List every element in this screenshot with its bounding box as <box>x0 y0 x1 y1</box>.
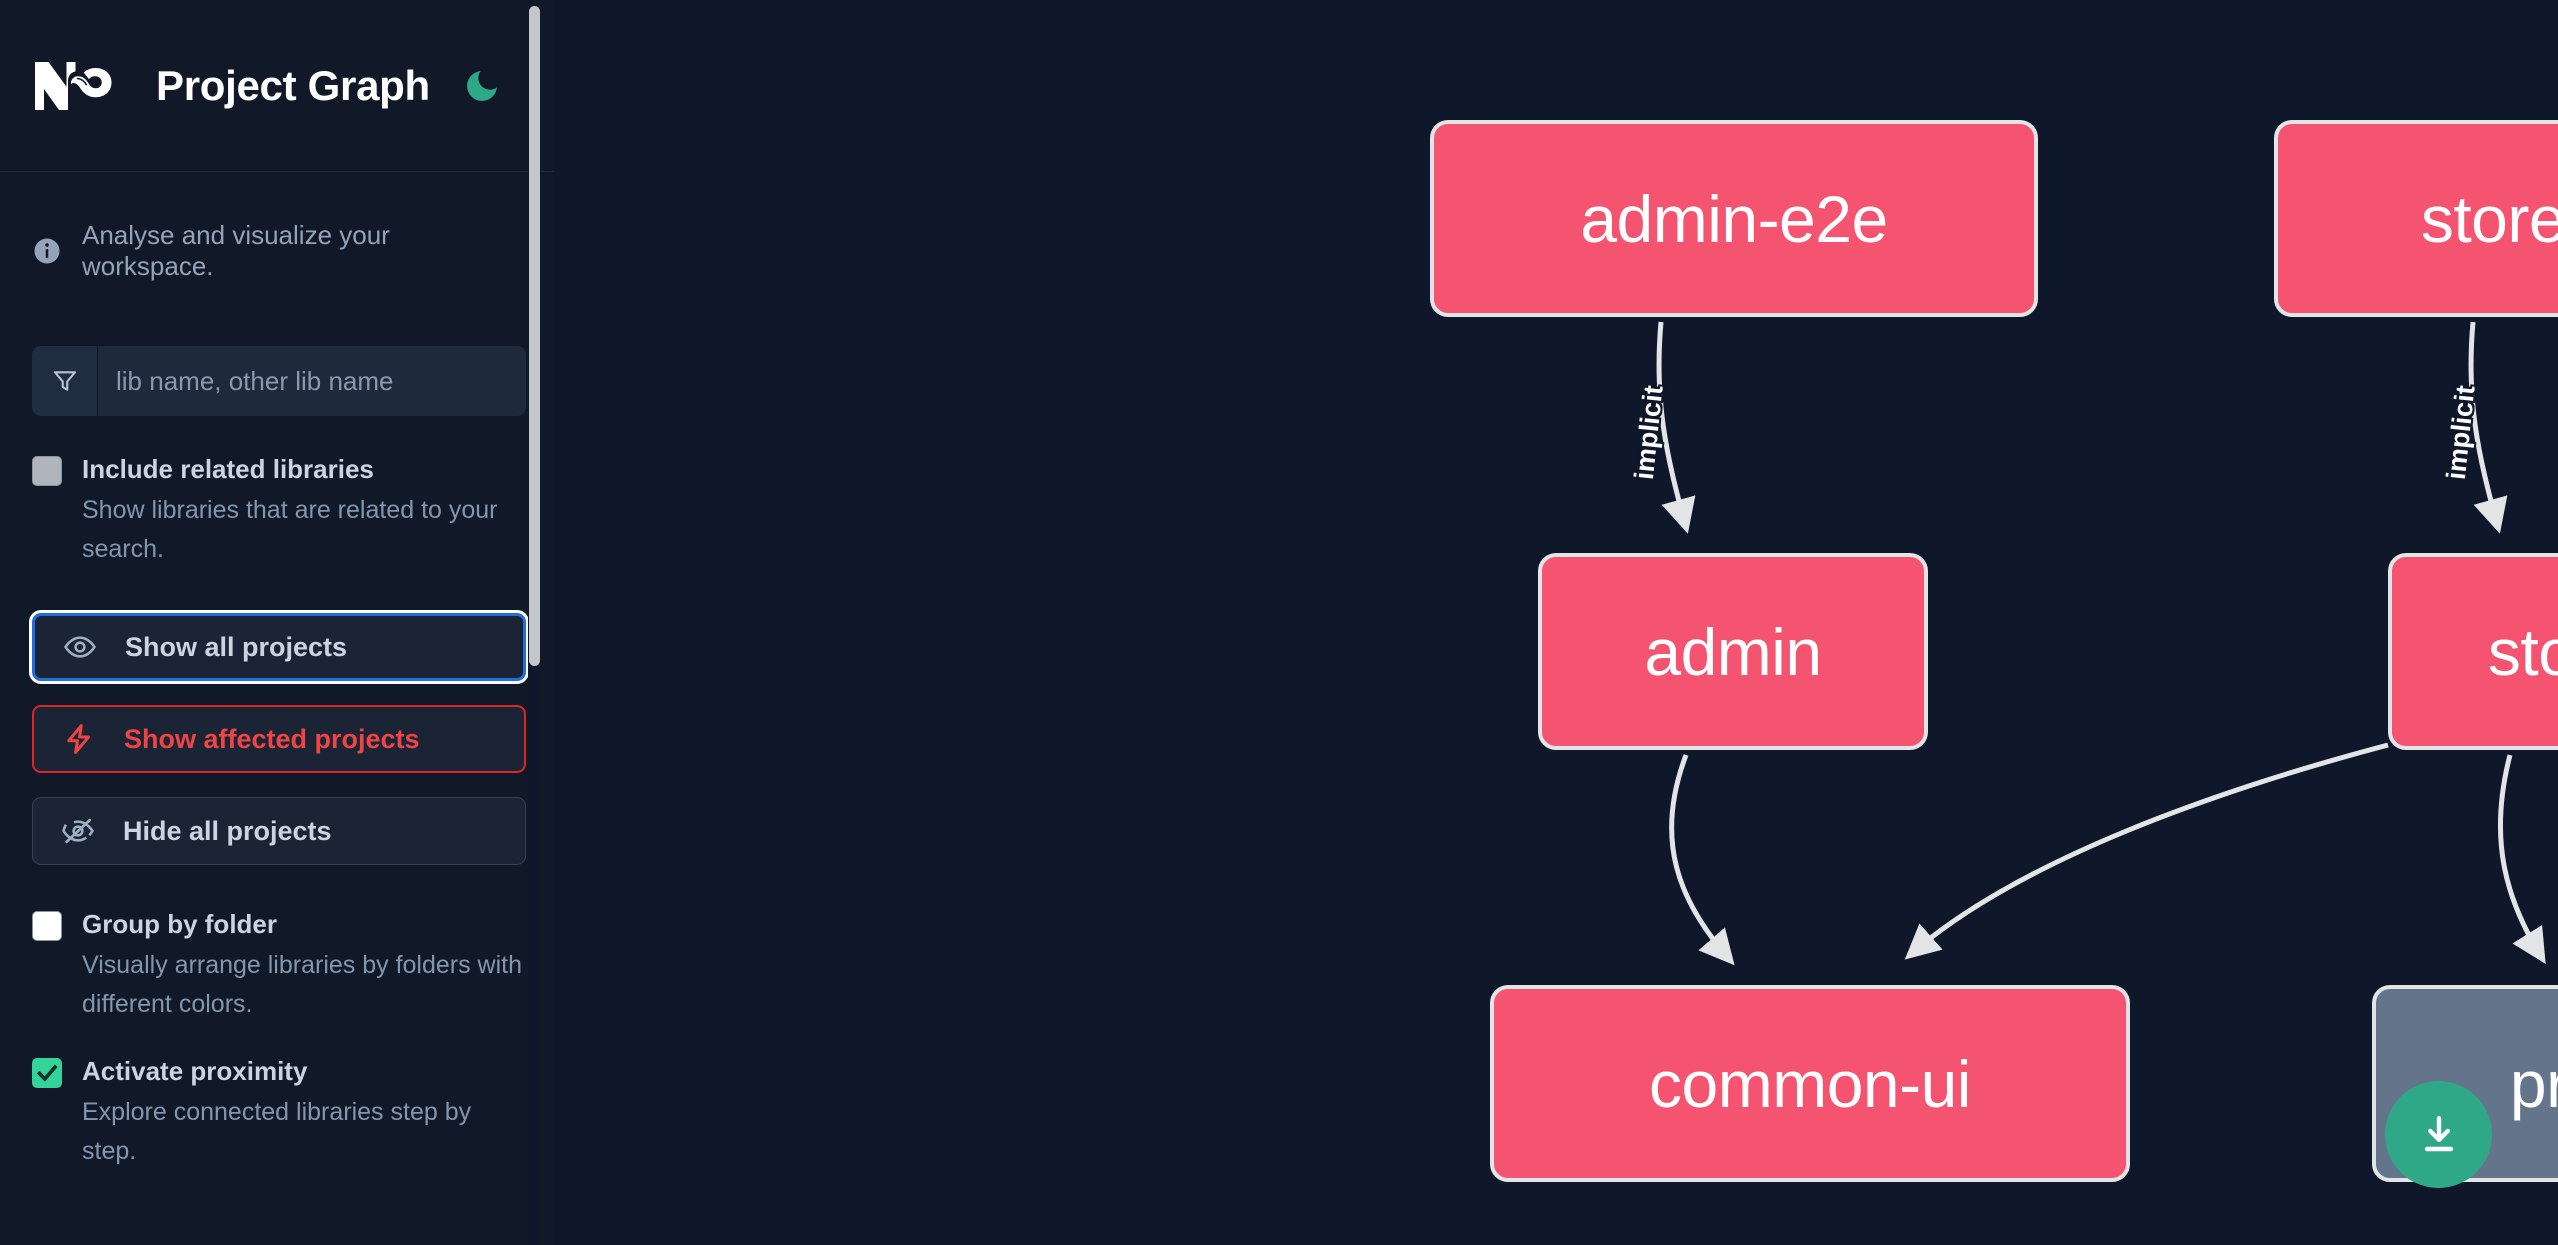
page-title: Project Graph <box>156 61 430 109</box>
include-related-libraries-label: Include related libraries <box>82 454 374 484</box>
download-image-button[interactable] <box>2385 1081 2492 1188</box>
show-affected-projects-label: Show affected projects <box>124 723 420 754</box>
funnel-icon[interactable] <box>32 346 98 416</box>
sidebar-scrollbar-thumb[interactable] <box>529 6 540 666</box>
graph-node-store-e2e[interactable]: store-e2e <box>2274 120 2558 317</box>
graph-node-admin[interactable]: admin <box>1538 553 1928 750</box>
activate-proximity-label: Activate proximity <box>82 1056 308 1086</box>
search-input[interactable] <box>98 346 526 416</box>
show-affected-projects-button[interactable]: Show affected projects <box>32 705 526 773</box>
graph-node-common-ui[interactable]: common-ui <box>1490 985 2130 1182</box>
visibility-button-group: Show all projects Show affected projects <box>32 613 526 865</box>
graph-node-label: admin <box>1644 614 1822 689</box>
group-by-folder-description: Visually arrange libraries by folders wi… <box>82 951 523 1018</box>
graph-node-label: admin-e2e <box>1580 181 1888 256</box>
group-by-folder-label: Group by folder <box>82 909 277 939</box>
graph-node-admin-e2e[interactable]: admin-e2e <box>1430 120 2038 317</box>
sidebar-divider <box>554 0 558 1245</box>
activate-proximity-description: Explore connected libraries step by step… <box>82 1098 472 1165</box>
graph-canvas[interactable]: admin-e2e store-e2e admin store common-u… <box>558 0 2558 1245</box>
checkbox-include-related-libraries[interactable]: Include related libraries Show libraries… <box>0 416 558 569</box>
workspace-blurb: Analyse and visualize your workspace. <box>0 172 558 282</box>
lightning-icon <box>62 722 96 756</box>
graph-node-store[interactable]: store <box>2388 553 2558 750</box>
info-icon <box>32 236 62 266</box>
graph-node-label: common-ui <box>1649 1046 1971 1121</box>
graph-node-label: products <box>2509 1046 2558 1121</box>
eye-icon <box>63 630 97 664</box>
checkbox-group-by-folder[interactable]: Group by folder Visually arrange librari… <box>0 865 558 1024</box>
show-all-projects-button[interactable]: Show all projects <box>32 613 526 681</box>
sidebar-header: Project Graph <box>0 0 558 172</box>
filter-bar <box>32 346 526 416</box>
graph-edges <box>1656 321 2546 966</box>
workspace-blurb-text: Analyse and visualize your workspace. <box>82 220 390 281</box>
graph-node-label: store-e2e <box>2420 181 2558 256</box>
include-related-libraries-checkbox[interactable] <box>32 456 62 486</box>
graph-node-label: store <box>2487 614 2558 689</box>
nx-logo <box>32 55 122 117</box>
sidebar: Project Graph Analyse and visualize your… <box>0 0 558 1245</box>
show-all-projects-label: Show all projects <box>125 631 348 662</box>
download-icon <box>2415 1111 2463 1159</box>
eye-off-icon <box>61 814 95 848</box>
activate-proximity-checkbox[interactable] <box>32 1058 62 1088</box>
moon-icon[interactable] <box>460 64 504 108</box>
checkbox-activate-proximity[interactable]: Activate proximity Explore connected lib… <box>0 1024 558 1171</box>
hide-all-projects-label: Hide all projects <box>123 815 332 846</box>
group-by-folder-checkbox[interactable] <box>32 911 62 941</box>
hide-all-projects-button[interactable]: Hide all projects <box>32 797 526 865</box>
include-related-libraries-description: Show libraries that are related to your … <box>82 496 498 563</box>
